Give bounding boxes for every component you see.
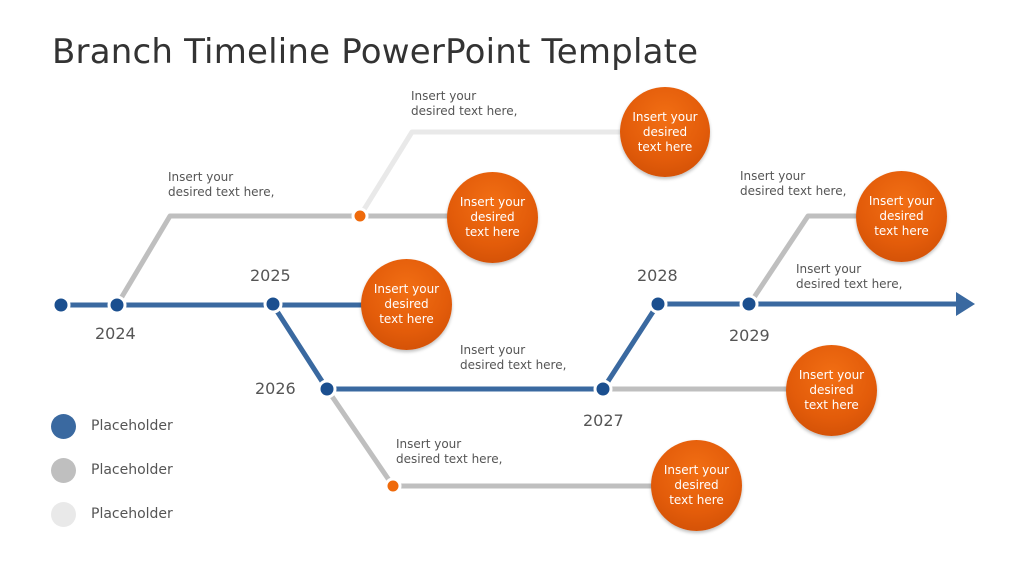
node-2028 xyxy=(648,294,668,314)
node-2027 xyxy=(593,379,613,399)
node-2026 xyxy=(317,379,337,399)
legend-label-blue: Placeholder xyxy=(91,418,173,434)
text-circle-bottom: Insert your desired text here xyxy=(651,440,742,531)
legend-label-gray: Placeholder xyxy=(91,462,173,478)
gray-branch-2029 xyxy=(746,213,858,307)
timeline-nodes xyxy=(51,207,759,495)
branch-text-bottom: Insert your desired text here, xyxy=(396,437,503,466)
year-label-2026: 2026 xyxy=(255,379,296,398)
legend-label-light-gray: Placeholder xyxy=(91,506,173,522)
node-orange-top xyxy=(351,207,369,225)
page-title: Branch Timeline PowerPoint Template xyxy=(52,32,699,72)
node-orange-bottom xyxy=(384,477,402,495)
branch-text-right-top: Insert your desired text here, xyxy=(740,169,847,198)
text-circle-right-top: Insert your desired text here xyxy=(856,171,947,262)
node-2029 xyxy=(739,294,759,314)
year-label-2024: 2024 xyxy=(95,324,136,343)
year-label-2028: 2028 xyxy=(637,266,678,285)
text-circle-2025: Insert your desired text here xyxy=(361,259,452,350)
text-circle-top: Insert your desired text here xyxy=(620,87,710,177)
year-label-2029: 2029 xyxy=(729,326,770,345)
text-circle-upper-left: Insert your desired text here xyxy=(447,172,538,263)
branch-text-top: Insert your desired text here, xyxy=(411,89,518,118)
node-start xyxy=(51,295,71,315)
node-2025 xyxy=(263,294,283,314)
legend-dot-light-gray xyxy=(51,502,76,527)
arrow-head xyxy=(956,292,975,316)
light-gray-branch xyxy=(357,129,620,218)
text-circle-right-mid: Insert your desired text here xyxy=(786,345,877,436)
year-label-2025: 2025 xyxy=(250,266,291,285)
node-2024 xyxy=(107,295,127,315)
year-label-2027: 2027 xyxy=(583,411,624,430)
legend-dot-blue xyxy=(51,414,76,439)
branch-text-right-mid: Insert your desired text here, xyxy=(796,262,903,291)
branch-text-middle: Insert your desired text here, xyxy=(460,343,567,372)
legend-dot-gray xyxy=(51,458,76,483)
branch-text-top-left: Insert your desired text here, xyxy=(168,170,275,199)
